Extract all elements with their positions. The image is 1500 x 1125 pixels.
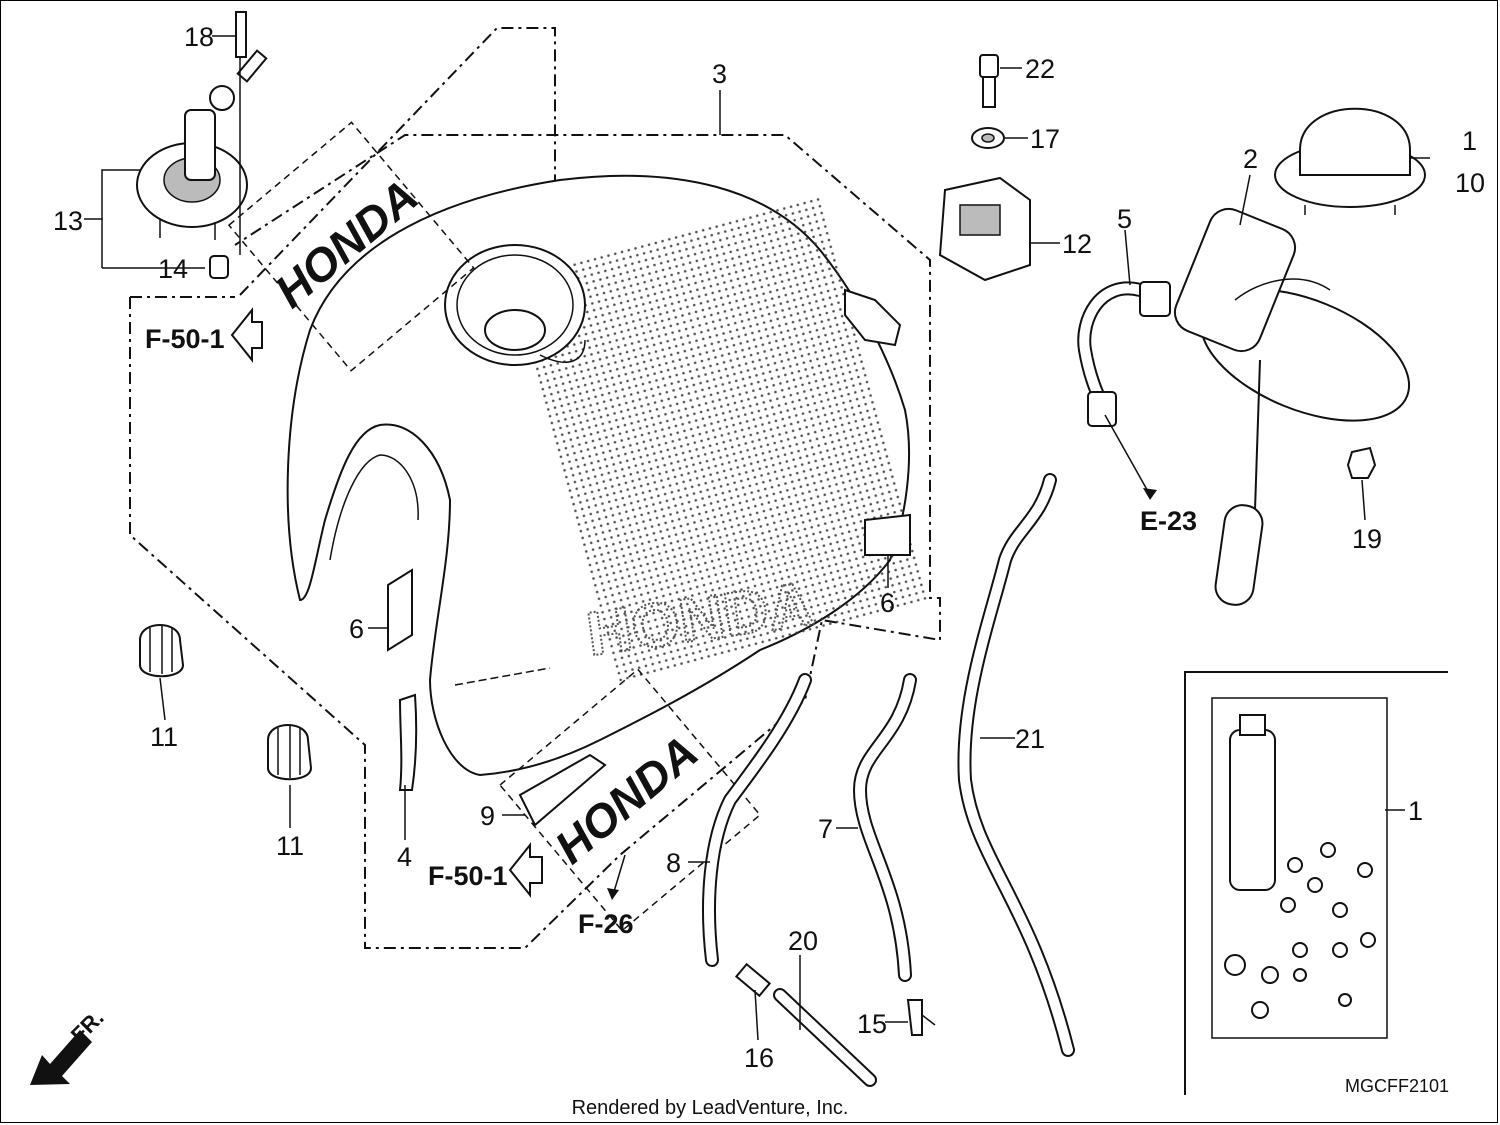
reference-arrow-icon-top <box>230 307 263 363</box>
callout-22: 22 <box>1025 54 1055 84</box>
callout-18: 18 <box>184 22 214 52</box>
fuel-pump-kit-inset <box>1184 671 1448 1095</box>
bracket-12[interactable] <box>938 176 1031 282</box>
callout-2: 2 <box>1243 144 1258 174</box>
callout-11-lower: 11 <box>276 831 304 861</box>
callout-17: 17 <box>1030 124 1060 154</box>
callout-20: 20 <box>788 926 818 956</box>
assembly-boundary-main <box>129 134 941 949</box>
callout-15: 15 <box>857 1009 887 1039</box>
rubber-mount-lower[interactable] <box>267 724 313 781</box>
callout-5: 5 <box>1117 204 1132 234</box>
callout-11-upper: 11 <box>150 722 178 752</box>
ref-f50-bottom: F-50-1 <box>428 861 508 891</box>
fuel-cap-assembly[interactable] <box>136 49 268 240</box>
nut-19[interactable] <box>1346 446 1377 479</box>
callout-10: 10 <box>1455 168 1485 198</box>
hose-21[interactable] <box>957 473 1075 1057</box>
callout-4: 4 <box>397 842 412 872</box>
callout-8: 8 <box>666 848 681 878</box>
protector-pad[interactable] <box>518 753 607 827</box>
bolt-18[interactable] <box>235 11 247 58</box>
hose-7[interactable] <box>852 673 917 982</box>
rubber-strip[interactable] <box>398 693 418 791</box>
callout-1-inset: 1 <box>1408 796 1423 826</box>
callout-13: 13 <box>53 206 83 236</box>
hose-8[interactable] <box>702 673 812 967</box>
ref-f50-top: F-50-1 <box>145 324 225 354</box>
diagram-code: MGCFF2101 <box>1345 1076 1449 1096</box>
emblem-pad-left[interactable] <box>387 568 413 652</box>
front-direction-arrow-icon <box>30 1030 92 1085</box>
bolt-22[interactable] <box>979 54 999 108</box>
emblem-pad-right[interactable] <box>864 513 911 556</box>
callout-16: 16 <box>744 1043 774 1073</box>
callout-9: 9 <box>480 801 495 831</box>
assembly-boundary <box>239 27 556 300</box>
callout-21: 21 <box>1015 724 1045 754</box>
hose-20[interactable] <box>773 988 877 1087</box>
render-credit: Rendered by LeadVenture, Inc. <box>572 1097 849 1119</box>
callout-19: 19 <box>1352 524 1382 554</box>
callout-6-right: 6 <box>880 588 895 618</box>
pump-motor[interactable] <box>1229 729 1276 891</box>
fuel-pump-cover[interactable] <box>1274 107 1426 215</box>
callout-12: 12 <box>1062 229 1092 259</box>
fuel-pump-unit[interactable] <box>1169 203 1428 607</box>
callout-6-left: 6 <box>349 614 364 644</box>
nut-14[interactable] <box>209 255 229 279</box>
pump-kit-small-parts[interactable] <box>1224 842 1376 1019</box>
callout-1-top: 1 <box>1462 126 1477 156</box>
fuel-tank[interactable] <box>286 174 929 777</box>
callout-3: 3 <box>712 59 727 89</box>
leader-lines <box>84 35 1430 1041</box>
callout-14: 14 <box>158 254 188 284</box>
joint-16[interactable] <box>734 962 772 998</box>
pump-harness[interactable] <box>1077 281 1171 427</box>
reference-arrow-icon-bottom <box>508 842 543 898</box>
ref-e23: E-23 <box>1140 506 1197 536</box>
clip-15[interactable] <box>906 999 936 1036</box>
rubber-mount-upper[interactable] <box>139 624 185 678</box>
ref-f26: F-26 <box>578 909 634 939</box>
callout-7: 7 <box>818 814 833 844</box>
washer-17[interactable] <box>971 127 1005 149</box>
